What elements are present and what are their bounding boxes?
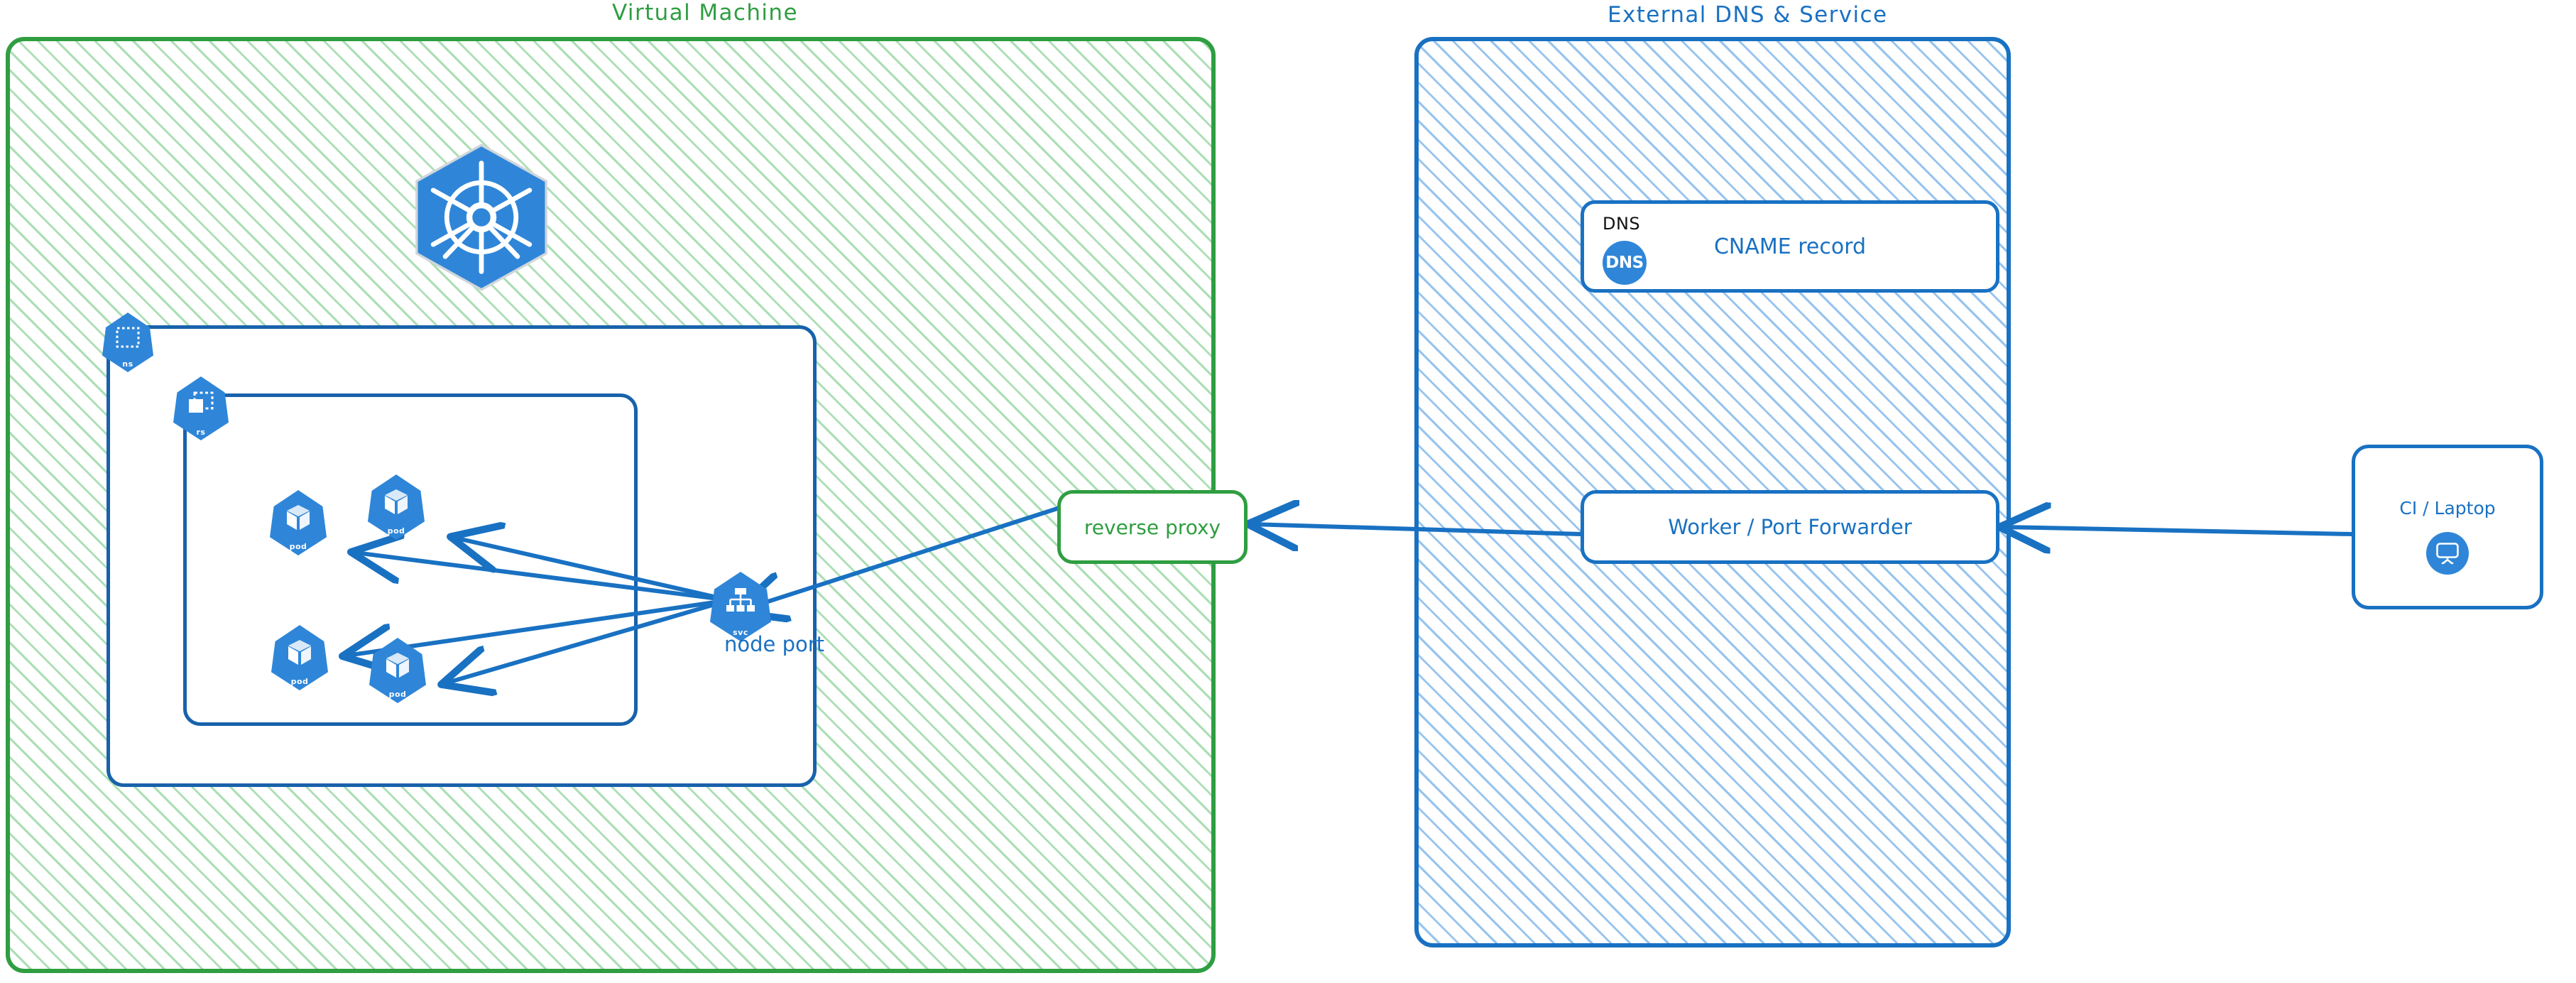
edge-svc-pod-2 <box>454 538 731 602</box>
group-virtual-machine-title: Virtual Machine <box>612 0 798 26</box>
reverse-proxy-label: reverse proxy <box>1084 515 1221 539</box>
namespace-icon[interactable]: ns <box>102 313 153 372</box>
node-port-caption: node port <box>724 632 825 656</box>
pod-icon-3[interactable]: pod <box>271 625 328 690</box>
group-external-title: External DNS & Service <box>1608 2 1888 28</box>
service-icon[interactable]: svc <box>710 572 771 641</box>
cname-record-label: CNAME record <box>1713 234 1867 259</box>
dns-caption: DNS <box>1603 214 1641 234</box>
monitor-icon <box>2426 532 2469 575</box>
replicaset-glyph-icon <box>189 391 214 413</box>
ci-laptop-label: CI / Laptop <box>2399 498 2496 518</box>
kubernetes-logo-icon <box>415 143 547 291</box>
ci-laptop-box[interactable]: CI / Laptop <box>2352 445 2543 609</box>
edge-ci-to-worker <box>2004 527 2354 534</box>
pod-icon-4[interactable]: pod <box>369 638 426 703</box>
pod-cube-glyph-icon <box>385 489 408 514</box>
pod-icon-1[interactable]: pod <box>270 490 327 555</box>
dns-record-box[interactable]: DNS DNS CNAME record <box>1581 200 1999 293</box>
pod-icon-2[interactable]: pod <box>368 474 425 540</box>
pod-cube-glyph-icon <box>386 652 409 678</box>
replicaset-icon[interactable]: rs <box>173 376 229 440</box>
edge-svc-pod-1 <box>355 553 731 602</box>
edge-reverseproxy-to-service <box>739 506 1059 611</box>
monitor-glyph-icon <box>2436 543 2459 565</box>
pod-cube-glyph-icon <box>288 639 311 665</box>
service-tree-glyph-icon <box>726 588 755 612</box>
edge-worker-to-reverseproxy <box>1252 524 1583 534</box>
reverse-proxy-box[interactable]: reverse proxy <box>1057 490 1248 564</box>
edge-svc-pod-4 <box>445 598 731 683</box>
worker-port-forwarder-label: Worker / Port Forwarder <box>1668 515 1912 539</box>
dns-circle-icon: DNS <box>1603 241 1647 285</box>
pod-cube-glyph-icon <box>287 504 310 530</box>
namespace-glyph-icon <box>116 327 140 348</box>
worker-port-forwarder-box[interactable]: Worker / Port Forwarder <box>1581 490 1999 564</box>
